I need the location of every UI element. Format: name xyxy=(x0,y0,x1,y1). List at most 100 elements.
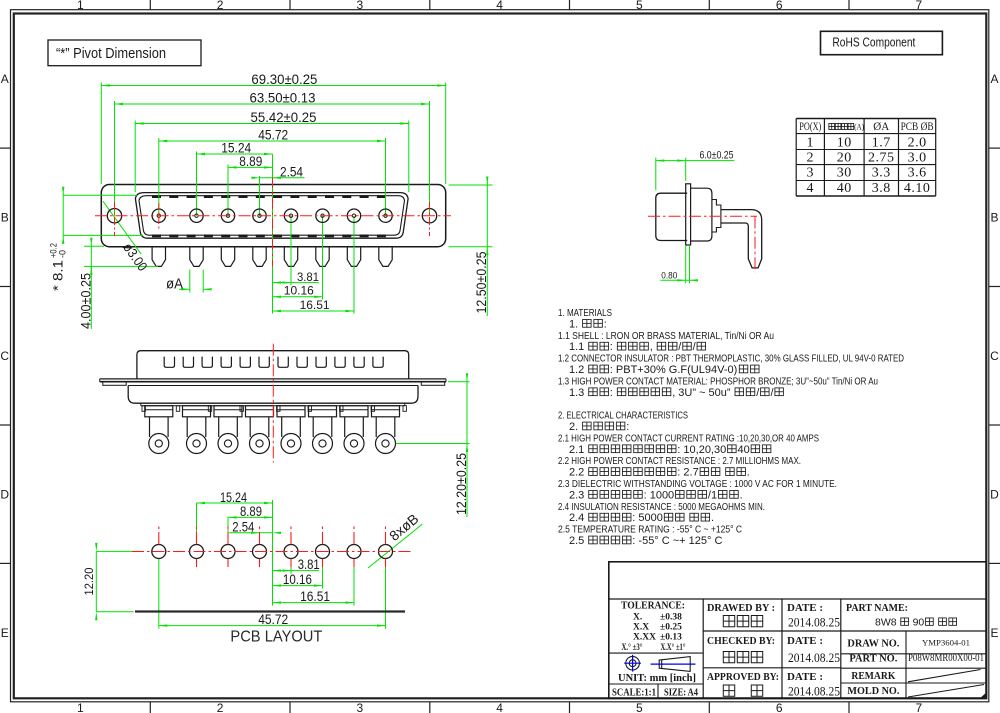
svg-text:C: C xyxy=(990,349,999,363)
svg-text:PART NO.: PART NO. xyxy=(849,653,897,665)
svg-text:0.80: 0.80 xyxy=(661,271,677,282)
svg-text:PART NAME:: PART NAME: xyxy=(846,602,908,614)
svg-text::: : xyxy=(626,421,629,433)
svg-text:2.2 HIGH POWER CONTACT RESISTA: 2.2 HIGH POWER CONTACT RESISTANCE : 2.7 … xyxy=(558,456,801,467)
svg-text:.: . xyxy=(747,467,750,479)
svg-text:E: E xyxy=(1,626,9,640)
svg-text:1: 1 xyxy=(77,701,84,713)
svg-text:20: 20 xyxy=(837,151,852,166)
svg-text:1.1: 1.1 xyxy=(569,341,584,353)
svg-text:8.89: 8.89 xyxy=(240,503,262,519)
svg-text:12.20±0.25: 12.20±0.25 xyxy=(454,453,469,515)
svg-text:6: 6 xyxy=(776,701,783,713)
svg-text:10.16: 10.16 xyxy=(283,571,312,587)
svg-text:3.8: 3.8 xyxy=(872,181,891,196)
svg-text::: : xyxy=(610,387,613,399)
svg-text:/: / xyxy=(693,341,697,353)
svg-text:+0.2: +0.2 xyxy=(49,243,59,258)
svg-text:2.5: 2.5 xyxy=(569,535,584,547)
svg-text:5: 5 xyxy=(636,701,643,713)
svg-text:2.1 HIGH POWER CONTACT CURRENT: 2.1 HIGH POWER CONTACT CURRENT RATING :1… xyxy=(558,433,819,444)
svg-text:(A): (A) xyxy=(854,122,864,132)
svg-text:2: 2 xyxy=(217,701,224,713)
svg-text:B: B xyxy=(1,211,9,225)
svg-text:UNIT: mm [inch]: UNIT: mm [inch] xyxy=(618,673,696,684)
svg-text:6.0±0.25: 6.0±0.25 xyxy=(700,149,734,161)
svg-text:X.XX: X.XX xyxy=(633,633,656,643)
svg-text:/1: /1 xyxy=(708,489,717,501)
svg-text:øA: øA xyxy=(166,276,183,292)
svg-text:-0: -0 xyxy=(58,250,68,258)
svg-text:2.4: 2.4 xyxy=(569,512,584,524)
svg-text:: 2.7: : 2.7 xyxy=(677,467,698,479)
svg-text:DATE :: DATE : xyxy=(787,602,823,614)
svg-text:45.72: 45.72 xyxy=(258,611,288,627)
svg-text:YMP3604-01: YMP3604-01 xyxy=(922,638,970,648)
svg-text:X.° ±3°: X.° ±3° xyxy=(622,642,643,653)
svg-text:/: / xyxy=(756,387,760,399)
svg-text:: -55° C ~+ 125° C: : -55° C ~+ 125° C xyxy=(632,535,722,547)
svg-text:1.3: 1.3 xyxy=(569,387,584,399)
svg-text:40: 40 xyxy=(738,444,750,456)
svg-text:“*” Pivot Dimension: “*” Pivot Dimension xyxy=(56,45,166,62)
svg-text:3.0: 3.0 xyxy=(908,151,927,166)
svg-text:8W8: 8W8 xyxy=(875,617,897,629)
svg-text:DATE :: DATE : xyxy=(787,635,823,647)
svg-text:: 5000: : 5000 xyxy=(632,512,663,524)
svg-text::: : xyxy=(610,341,613,353)
svg-text:12.50±0.25: 12.50±0.25 xyxy=(474,252,489,314)
svg-text:REMARK: REMARK xyxy=(851,670,895,682)
svg-text:1.7: 1.7 xyxy=(872,135,891,150)
svg-text:SCALE:1:1: SCALE:1:1 xyxy=(612,687,656,698)
svg-text:1.2 CONNECTOR INSULATOR : PBT: 1.2 CONNECTOR INSULATOR : PBT THERMOPLAS… xyxy=(558,354,904,365)
svg-text:1. MATERIALS: 1. MATERIALS xyxy=(558,308,612,319)
svg-text:4.00±0.25: 4.00±0.25 xyxy=(79,273,94,329)
svg-text:P08W8MR00X00-01: P08W8MR00X00-01 xyxy=(908,653,984,664)
svg-text:8.89: 8.89 xyxy=(239,153,262,169)
svg-text:40: 40 xyxy=(837,181,852,196)
svg-text:12.20: 12.20 xyxy=(82,567,96,595)
svg-text:X.X° ±1°: X.X° ±1° xyxy=(661,642,686,653)
svg-text:±0.38: ±0.38 xyxy=(660,613,682,623)
svg-text:55.42±0.25: 55.42±0.25 xyxy=(251,109,317,125)
svg-text:3: 3 xyxy=(357,0,364,12)
svg-text::: : xyxy=(604,318,607,330)
svg-text:2014.08.25: 2014.08.25 xyxy=(788,615,840,630)
svg-text:B: B xyxy=(990,211,998,225)
svg-text:2: 2 xyxy=(217,0,224,12)
svg-text:10.16: 10.16 xyxy=(284,284,314,298)
svg-text:ø3.00: ø3.00 xyxy=(120,240,150,274)
svg-text:RoHS Component: RoHS Component xyxy=(832,36,915,50)
svg-text:2014.08.25: 2014.08.25 xyxy=(788,650,840,665)
svg-text:TOLERANCE:: TOLERANCE: xyxy=(621,601,685,612)
svg-text:2.54: 2.54 xyxy=(280,163,303,179)
svg-text:2.: 2. xyxy=(569,421,578,433)
svg-text:2.1: 2.1 xyxy=(569,444,584,456)
svg-text:DRAWED BY :: DRAWED BY : xyxy=(707,602,775,614)
svg-text:2.54: 2.54 xyxy=(232,518,254,534)
svg-text:PO(X): PO(X) xyxy=(799,121,821,133)
svg-text:2.4 INSULATION RESISTANCE : 50: 2.4 INSULATION RESISTANCE : 5000 MEGAOHM… xyxy=(558,502,765,513)
svg-text:2.5 TEMPERATURE RATING : -55°: 2.5 TEMPERATURE RATING : -55° C ~ +125° … xyxy=(558,525,742,536)
svg-text:D: D xyxy=(990,488,999,502)
svg-text:4: 4 xyxy=(496,701,503,713)
svg-text:X.X: X.X xyxy=(633,623,649,633)
svg-text:16.51: 16.51 xyxy=(300,298,330,312)
svg-text:90: 90 xyxy=(913,617,925,629)
svg-text:30: 30 xyxy=(837,166,852,181)
svg-text:,: , xyxy=(650,341,653,353)
svg-text:SIZE: A4: SIZE: A4 xyxy=(664,687,699,698)
svg-text:PCB ØB: PCB ØB xyxy=(901,121,934,133)
svg-text:2.3 DIELECTRIC WITHSTANDING VO: 2.3 DIELECTRIC WITHSTANDING VOLTAGE : 10… xyxy=(558,479,837,490)
svg-text:2.0: 2.0 xyxy=(908,135,927,150)
svg-text:2.2: 2.2 xyxy=(569,467,584,479)
svg-text:5: 5 xyxy=(636,0,643,12)
svg-text:2.3: 2.3 xyxy=(569,489,584,501)
svg-text:PCB LAYOUT: PCB LAYOUT xyxy=(230,628,322,645)
svg-text:DATE :: DATE : xyxy=(787,671,823,683)
svg-text:3.81: 3.81 xyxy=(298,556,320,572)
svg-text:/: / xyxy=(678,341,682,353)
svg-text:4: 4 xyxy=(496,0,503,12)
svg-text:1.: 1. xyxy=(569,318,578,330)
svg-text:1: 1 xyxy=(807,135,815,150)
